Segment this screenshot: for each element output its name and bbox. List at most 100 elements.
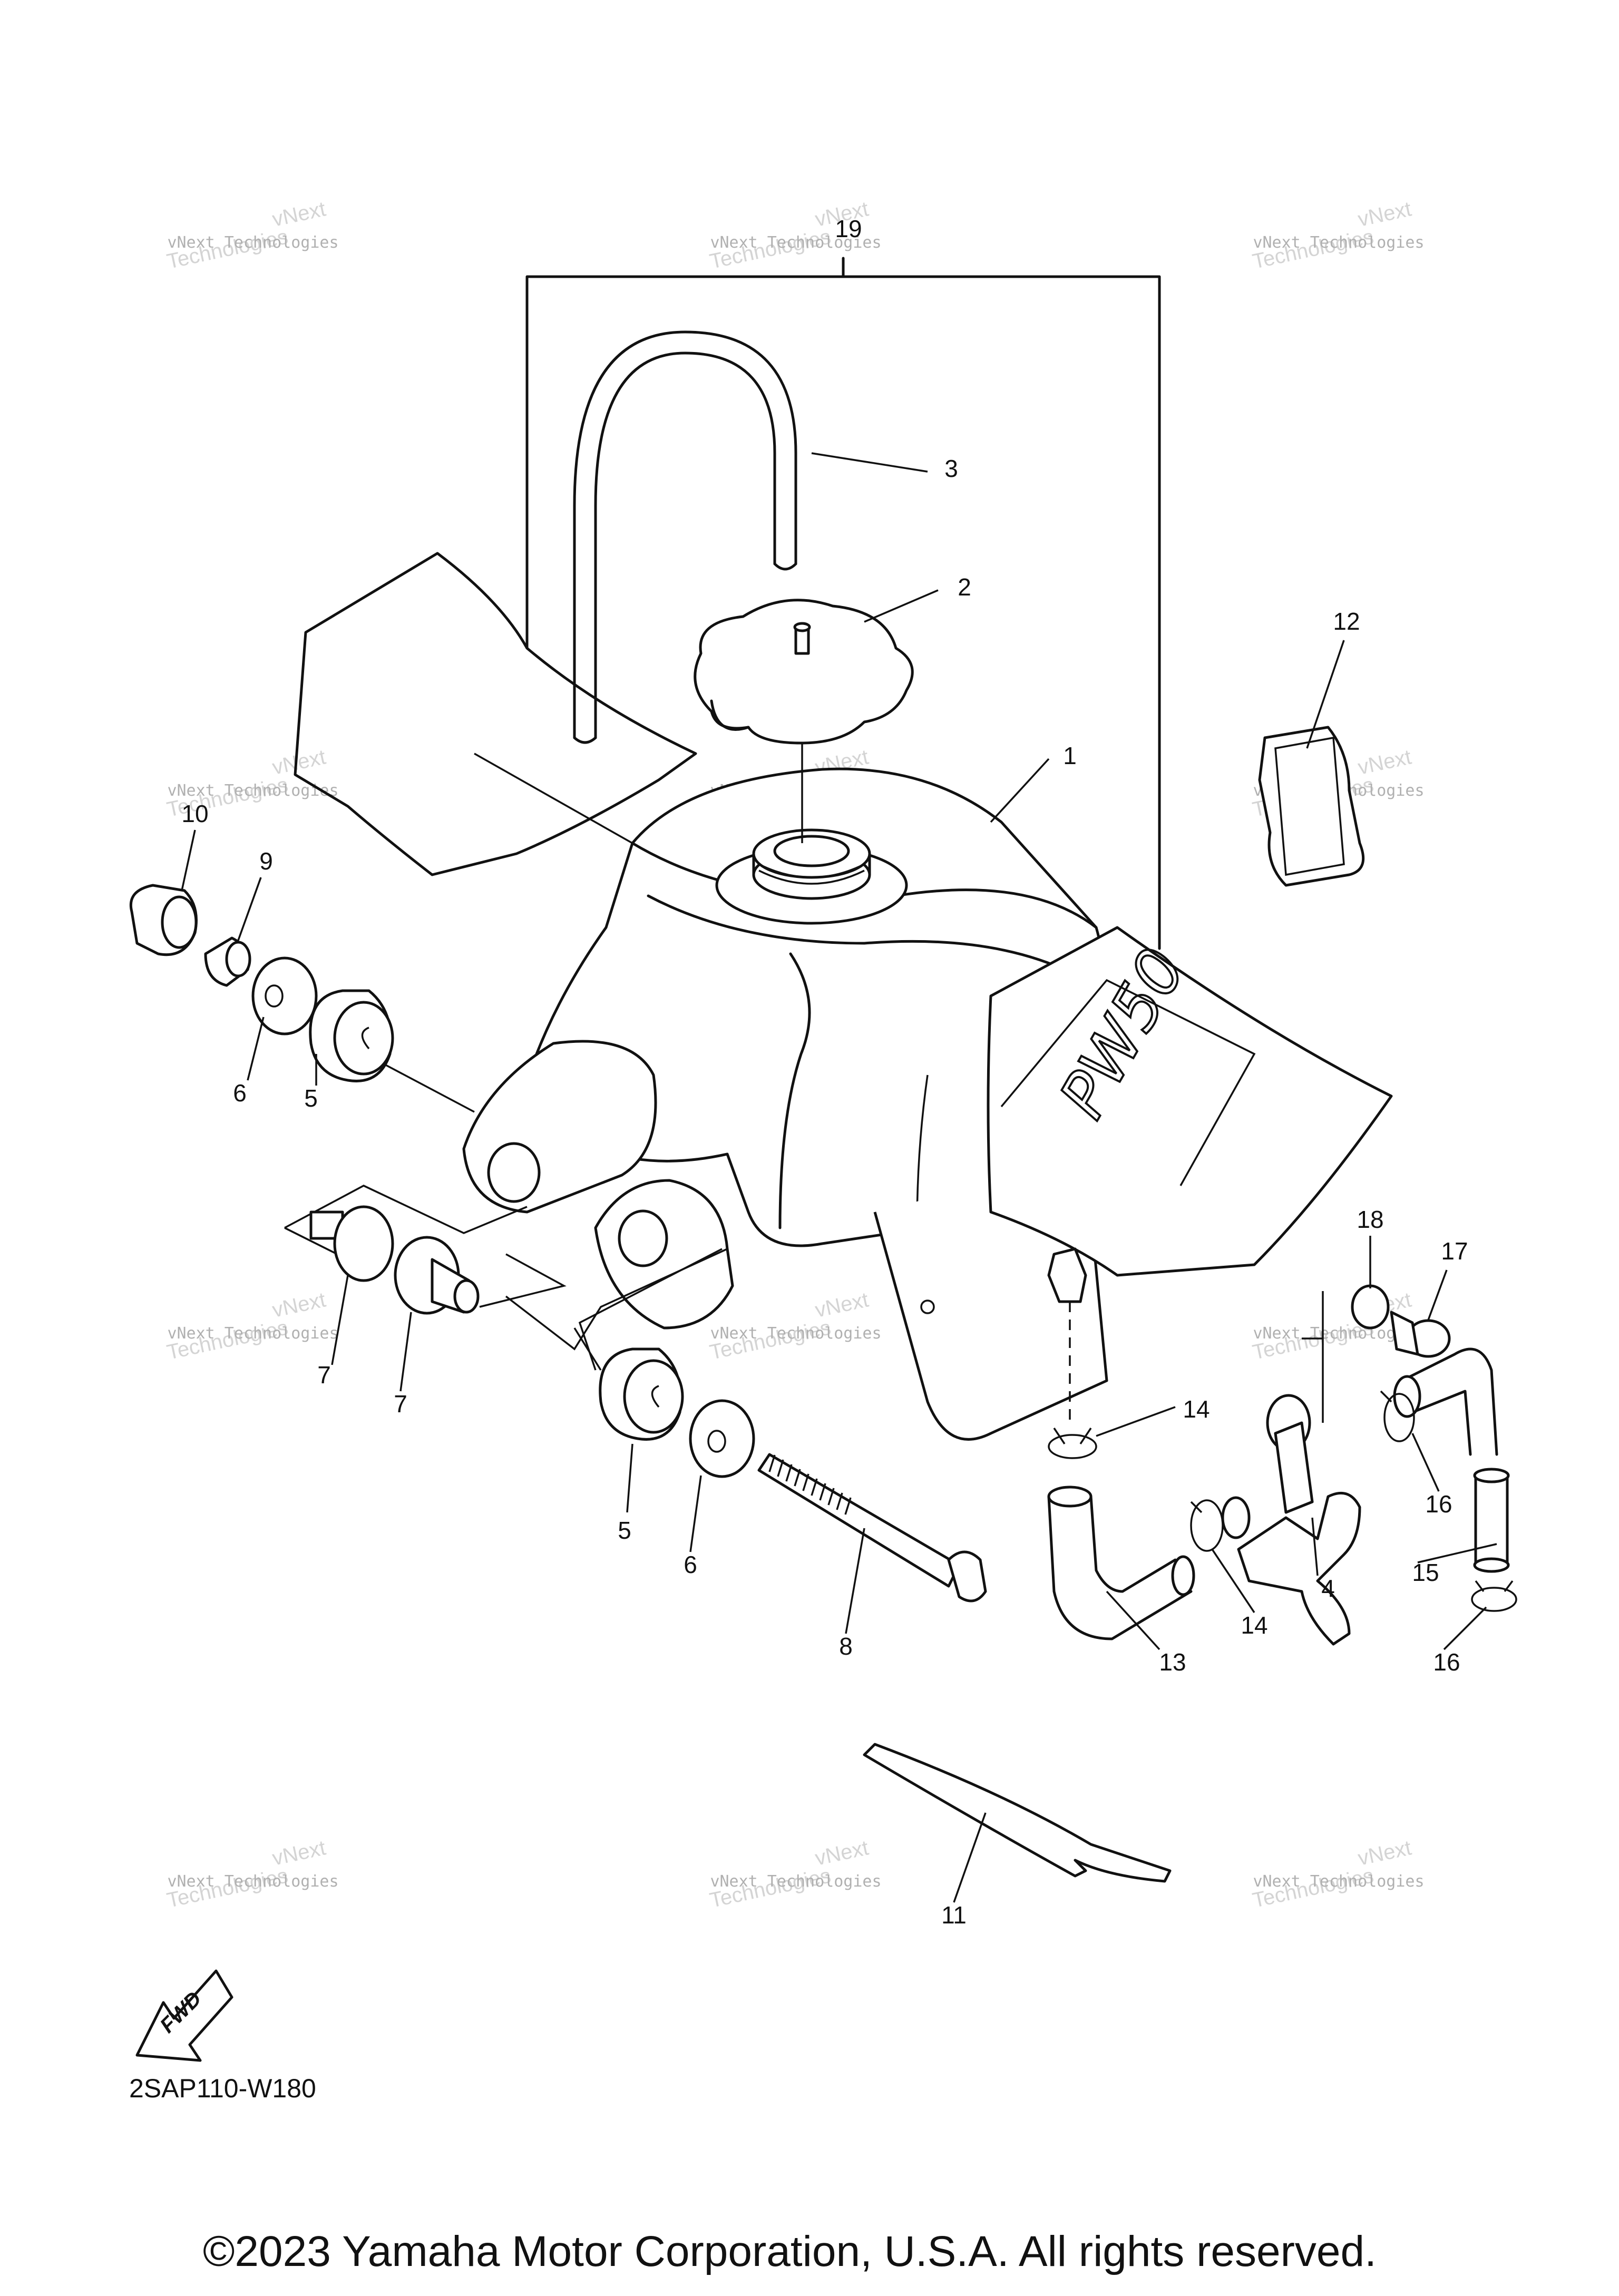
bracket-plate-part xyxy=(1258,726,1365,887)
bolt-part xyxy=(757,1453,987,1603)
bolt-thread xyxy=(819,1483,826,1501)
bolt-thread xyxy=(844,1497,852,1515)
bolt-thread xyxy=(777,1459,784,1477)
watermark-text: vNext Technologies xyxy=(710,1324,881,1343)
callout-c5a: 5 xyxy=(304,1085,318,1112)
callout-c19: 19 xyxy=(835,215,862,242)
watermark-text: vNext Technologies xyxy=(1253,233,1424,252)
callout-c14a: 14 xyxy=(1183,1395,1210,1423)
watermark-text: vNext Technologies xyxy=(1253,1872,1424,1891)
leader-line xyxy=(845,1528,865,1634)
fuel-valve-part xyxy=(1047,1247,1361,1646)
fuel-hose-15 xyxy=(1393,1347,1510,1573)
forward-direction-arrow: FWD xyxy=(135,1969,233,2062)
fuel-hose-13 xyxy=(1047,1486,1195,1640)
leader-line xyxy=(1211,1549,1255,1613)
bolt-thread xyxy=(768,1454,776,1472)
watermark-text: vNext Technologies xyxy=(167,1324,338,1343)
collar-7a xyxy=(309,1205,394,1282)
watermark-text: vNext Technologies xyxy=(167,233,338,252)
collar-9 xyxy=(204,936,251,987)
callout-c14b: 14 xyxy=(1241,1611,1267,1639)
leader-lines xyxy=(181,452,1497,1903)
clip-14b xyxy=(1190,1499,1224,1552)
callout-c12: 12 xyxy=(1333,608,1360,635)
leader-line xyxy=(689,1475,702,1552)
bolt-thread xyxy=(827,1488,835,1506)
leader-line xyxy=(236,877,262,944)
bolt-threads xyxy=(768,1454,852,1515)
collar-7b xyxy=(394,1236,480,1315)
leader-line xyxy=(181,829,196,891)
callout-c6b: 6 xyxy=(684,1551,697,1578)
washer-6b xyxy=(689,1399,755,1478)
callout-c9: 9 xyxy=(259,847,273,875)
callout-c16a: 16 xyxy=(1425,1490,1452,1518)
leader-line xyxy=(331,1275,349,1365)
bolt-thread xyxy=(794,1469,801,1487)
callout-c6a: 6 xyxy=(233,1079,247,1107)
leader-line xyxy=(1443,1606,1487,1650)
leader-line xyxy=(1417,1543,1497,1564)
washer-6a xyxy=(251,956,318,1035)
leader-line xyxy=(811,452,928,473)
diagram-code: 2SAP110-W180 xyxy=(129,2074,316,2103)
fuel-tank-part xyxy=(462,767,1108,1441)
clip-16b xyxy=(1471,1580,1517,1612)
leader-line xyxy=(399,1312,412,1392)
callout-c2: 2 xyxy=(958,573,971,601)
grommet-5b xyxy=(599,1347,684,1441)
leader-line xyxy=(247,1017,265,1081)
leader-line xyxy=(990,758,1050,823)
fuel-cap-part xyxy=(694,599,914,843)
assembly-bracket xyxy=(525,257,1161,950)
grommet-5a xyxy=(309,989,394,1082)
callout-c10: 10 xyxy=(181,800,208,827)
watermark-text: vNext Technologies xyxy=(710,233,881,252)
callout-c7b: 7 xyxy=(394,1390,407,1418)
bolt-thread xyxy=(811,1478,818,1496)
callout-c1: 1 xyxy=(1063,742,1077,769)
leader-line xyxy=(1411,1433,1440,1492)
watermark-text: vNext Technologies xyxy=(167,1872,338,1891)
pad-part xyxy=(863,1743,1172,1883)
callout-c15: 15 xyxy=(1412,1559,1439,1586)
leader-line xyxy=(953,1812,987,1903)
leader-line xyxy=(864,589,939,623)
leader-line xyxy=(1096,1406,1176,1437)
clip-14a xyxy=(1048,1428,1097,1459)
bolt-thread xyxy=(785,1464,793,1482)
callout-c8: 8 xyxy=(839,1633,853,1660)
callout-c11: 11 xyxy=(941,1901,967,1929)
leader-line xyxy=(1106,1590,1160,1650)
callout-c5b: 5 xyxy=(618,1517,631,1544)
clip-16a xyxy=(1380,1390,1415,1442)
leader-line xyxy=(1311,1517,1319,1576)
cushion-10 xyxy=(129,884,198,956)
leader-line xyxy=(1427,1269,1448,1321)
tank-decal: PW50 xyxy=(987,926,1393,1277)
bolt-thread xyxy=(802,1473,810,1491)
callout-c13: 13 xyxy=(1159,1648,1186,1676)
leader-line xyxy=(1306,640,1345,749)
callout-c17: 17 xyxy=(1441,1237,1468,1265)
watermark-text: vNext Technologies xyxy=(710,1872,881,1891)
callout-c3: 3 xyxy=(944,455,958,482)
tank-cover-part xyxy=(294,552,697,876)
breather-hose-part xyxy=(573,330,797,744)
callout-c4: 4 xyxy=(1321,1575,1335,1602)
callout-c18: 18 xyxy=(1357,1206,1383,1233)
callout-c16b: 16 xyxy=(1433,1648,1460,1676)
bolt-thread xyxy=(836,1492,843,1510)
copyright-notice: ©2023 Yamaha Motor Corporation, U.S.A. A… xyxy=(203,2227,1377,2275)
